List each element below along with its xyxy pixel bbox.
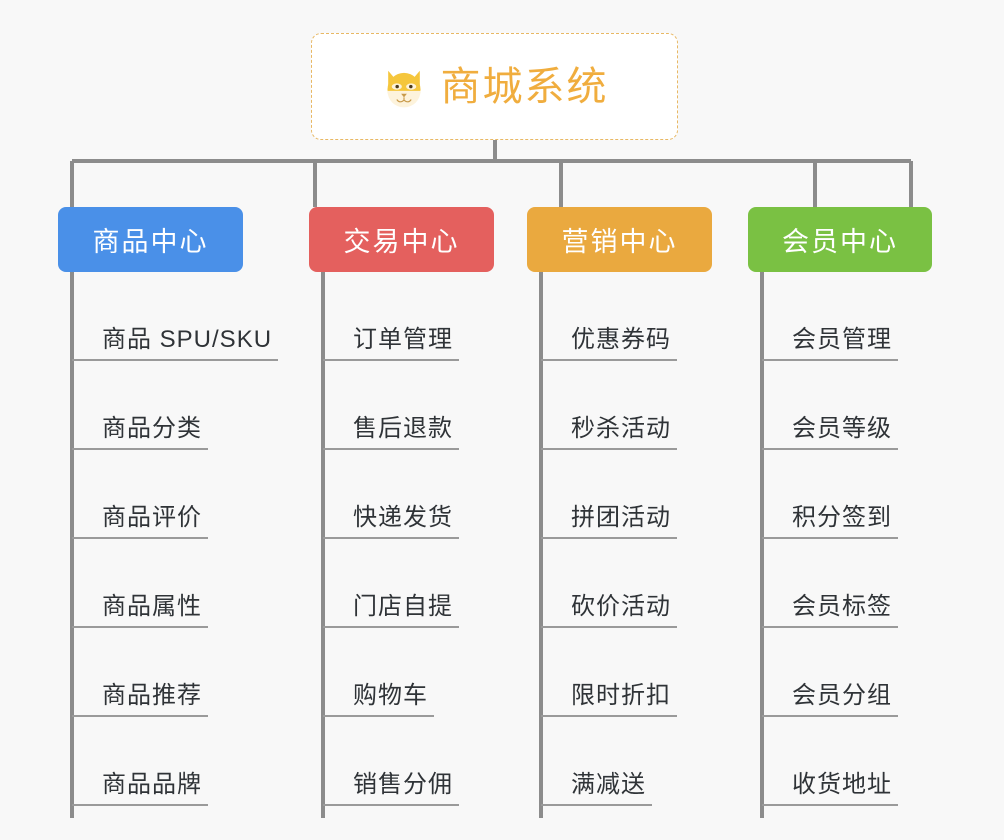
leaf-item-label: 优惠券码 [541, 326, 677, 361]
leaf-item[interactable]: 购物车 [323, 628, 434, 717]
leaf-item-label: 订单管理 [323, 326, 459, 361]
leaf-item[interactable]: 门店自提 [323, 539, 459, 628]
leaf-item-label: 砍价活动 [541, 593, 677, 628]
leaf-item-label: 商品属性 [72, 593, 208, 628]
branch-header[interactable]: 交易中心 [309, 207, 494, 272]
leaf-item-label: 商品品牌 [72, 771, 208, 806]
leaf-item[interactable]: 收货地址 [762, 717, 898, 806]
leaf-item-label: 拼团活动 [541, 504, 677, 539]
leaf-item-label: 会员标签 [762, 593, 898, 628]
leaf-item[interactable]: 限时折扣 [541, 628, 677, 717]
leaf-item[interactable]: 商品评价 [72, 450, 208, 539]
leaf-item[interactable]: 秒杀活动 [541, 361, 677, 450]
leaf-item[interactable]: 售后退款 [323, 361, 459, 450]
leaf-item[interactable]: 会员分组 [762, 628, 898, 717]
branch-header[interactable]: 营销中心 [527, 207, 712, 272]
leaf-item[interactable]: 积分签到 [762, 450, 898, 539]
leaf-item-label: 购物车 [323, 682, 434, 717]
branch-header-label: 营销中心 [561, 227, 678, 257]
leaf-item-label: 会员等级 [762, 415, 898, 450]
leaf-item[interactable]: 销售分佣 [323, 717, 459, 806]
leaf-item-label: 商品分类 [72, 415, 208, 450]
leaf-item-label: 限时折扣 [541, 682, 677, 717]
leaf-item-label: 商品 SPU/SKU [72, 326, 279, 361]
leaf-item[interactable]: 商品推荐 [72, 628, 208, 717]
leaf-item-label: 快递发货 [323, 504, 459, 539]
leaf-item[interactable]: 满减送 [541, 717, 652, 806]
leaf-item[interactable]: 会员标签 [762, 539, 898, 628]
leaf-item-label: 门店自提 [323, 593, 459, 628]
leaf-item[interactable]: 砍价活动 [541, 539, 677, 628]
leaf-item[interactable]: 商品品牌 [72, 717, 208, 806]
branch-header[interactable]: 会员中心 [748, 207, 932, 272]
leaf-item-label: 会员分组 [762, 682, 898, 717]
leaf-item-label: 满减送 [541, 771, 652, 806]
leaf-item[interactable]: 会员管理 [762, 272, 898, 361]
leaf-item-label: 商品推荐 [72, 682, 208, 717]
leaf-item[interactable]: 优惠券码 [541, 272, 677, 361]
leaf-item[interactable]: 拼团活动 [541, 450, 677, 539]
leaf-item-label: 会员管理 [762, 326, 898, 361]
leaf-item-label: 收货地址 [762, 771, 898, 806]
leaf-item[interactable]: 订单管理 [323, 272, 459, 361]
branch-header-label: 会员中心 [782, 227, 898, 257]
dog-face-icon [386, 70, 421, 107]
leaf-item[interactable]: 商品分类 [72, 361, 208, 450]
leaf-item-label: 售后退款 [323, 415, 459, 450]
root-node[interactable]: 商城系统 [311, 33, 678, 140]
branch-header-label: 商品中心 [92, 227, 209, 257]
leaf-item-label: 积分签到 [762, 504, 898, 539]
branch-header-label: 交易中心 [343, 227, 460, 257]
root-title: 商城系统 [440, 64, 609, 109]
leaf-item[interactable]: 商品 SPU/SKU [72, 272, 279, 361]
leaf-item[interactable]: 商品属性 [72, 539, 208, 628]
leaf-item-label: 商品评价 [72, 504, 208, 539]
leaf-item[interactable]: 快递发货 [323, 450, 459, 539]
leaf-item-label: 销售分佣 [323, 771, 459, 806]
leaf-item[interactable]: 会员等级 [762, 361, 898, 450]
branch-header[interactable]: 商品中心 [58, 207, 243, 272]
leaf-item-label: 秒杀活动 [541, 415, 677, 450]
